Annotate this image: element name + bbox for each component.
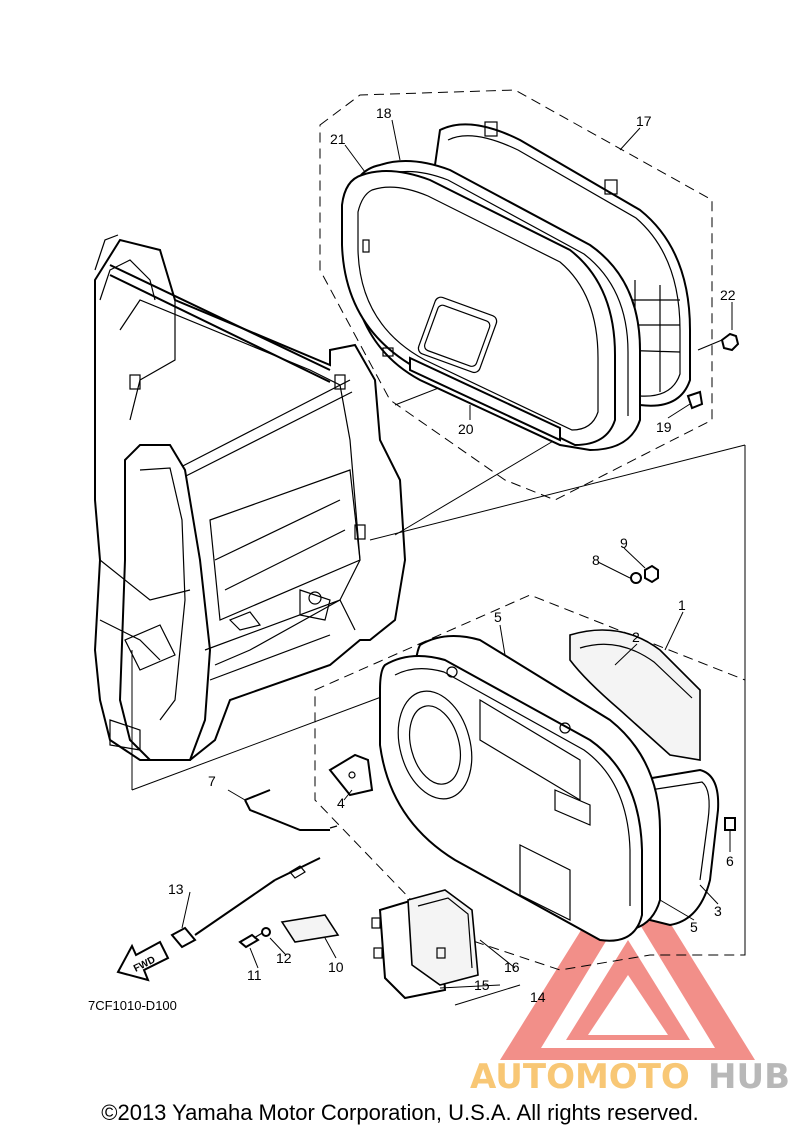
callout-leaders xyxy=(181,119,733,1006)
frame-assembly xyxy=(93,234,407,761)
callout-8: 8 xyxy=(592,552,600,568)
filter-element-21 xyxy=(341,170,616,447)
callout-15: 15 xyxy=(474,977,490,993)
callout-10: 10 xyxy=(328,959,344,975)
callout-9: 9 xyxy=(620,535,628,551)
cover-14-15-16 xyxy=(371,889,479,1000)
washer-12 xyxy=(261,927,271,937)
callout-5b: 5 xyxy=(690,919,698,935)
callout-3: 3 xyxy=(714,903,722,919)
copyright-footer: ©2013 Yamaha Motor Corporation, U.S.A. A… xyxy=(101,1100,699,1125)
callout-6: 6 xyxy=(726,853,734,869)
callout-21: 21 xyxy=(330,131,346,147)
callout-18: 18 xyxy=(376,105,392,121)
group-outline-top xyxy=(319,89,713,501)
seal-strip-20 xyxy=(409,356,561,442)
callout-22: 22 xyxy=(720,287,736,303)
callout-13: 13 xyxy=(168,881,184,897)
callout-14: 14 xyxy=(530,989,546,1005)
screw-11 xyxy=(238,931,265,949)
watermark-logo xyxy=(500,855,755,1060)
callout-20: 20 xyxy=(458,421,474,437)
callout-7: 7 xyxy=(208,773,216,789)
group-outline-bottom xyxy=(314,594,746,971)
element-2 xyxy=(569,629,701,761)
callout-16: 16 xyxy=(504,959,520,975)
watermark-text-part1: AUTOMOTO xyxy=(470,1057,690,1097)
pad-10 xyxy=(280,914,340,943)
callout-5a: 5 xyxy=(494,609,502,625)
callout-4: 4 xyxy=(337,795,345,811)
housing-5-front xyxy=(379,655,643,942)
watermark-text-part2: HUB xyxy=(708,1057,790,1097)
grommet-6 xyxy=(724,817,736,831)
callout-2: 2 xyxy=(632,629,640,645)
callout-11: 11 xyxy=(247,967,262,983)
callout-19: 19 xyxy=(656,419,672,435)
callout-1: 1 xyxy=(678,597,686,613)
fwd-arrow: FWD xyxy=(116,940,170,982)
assembly-axis-lines xyxy=(131,324,746,955)
watermark-text: AUTOMOTO HUB xyxy=(470,1057,790,1097)
diagram-code: 7CF1010-D100 xyxy=(88,998,177,1013)
clip-19 xyxy=(686,390,704,410)
nut-9 xyxy=(644,564,659,584)
callout-17: 17 xyxy=(636,113,652,129)
callout-12: 12 xyxy=(276,950,292,966)
washer-8 xyxy=(630,572,642,584)
cable-13 xyxy=(170,857,321,949)
callout-labels: 1 2 3 4 5 5 6 7 8 9 10 11 12 13 14 15 16… xyxy=(168,105,736,1005)
screw-22 xyxy=(697,332,740,352)
bracket-4 xyxy=(328,753,374,797)
rod-7 xyxy=(244,789,338,831)
